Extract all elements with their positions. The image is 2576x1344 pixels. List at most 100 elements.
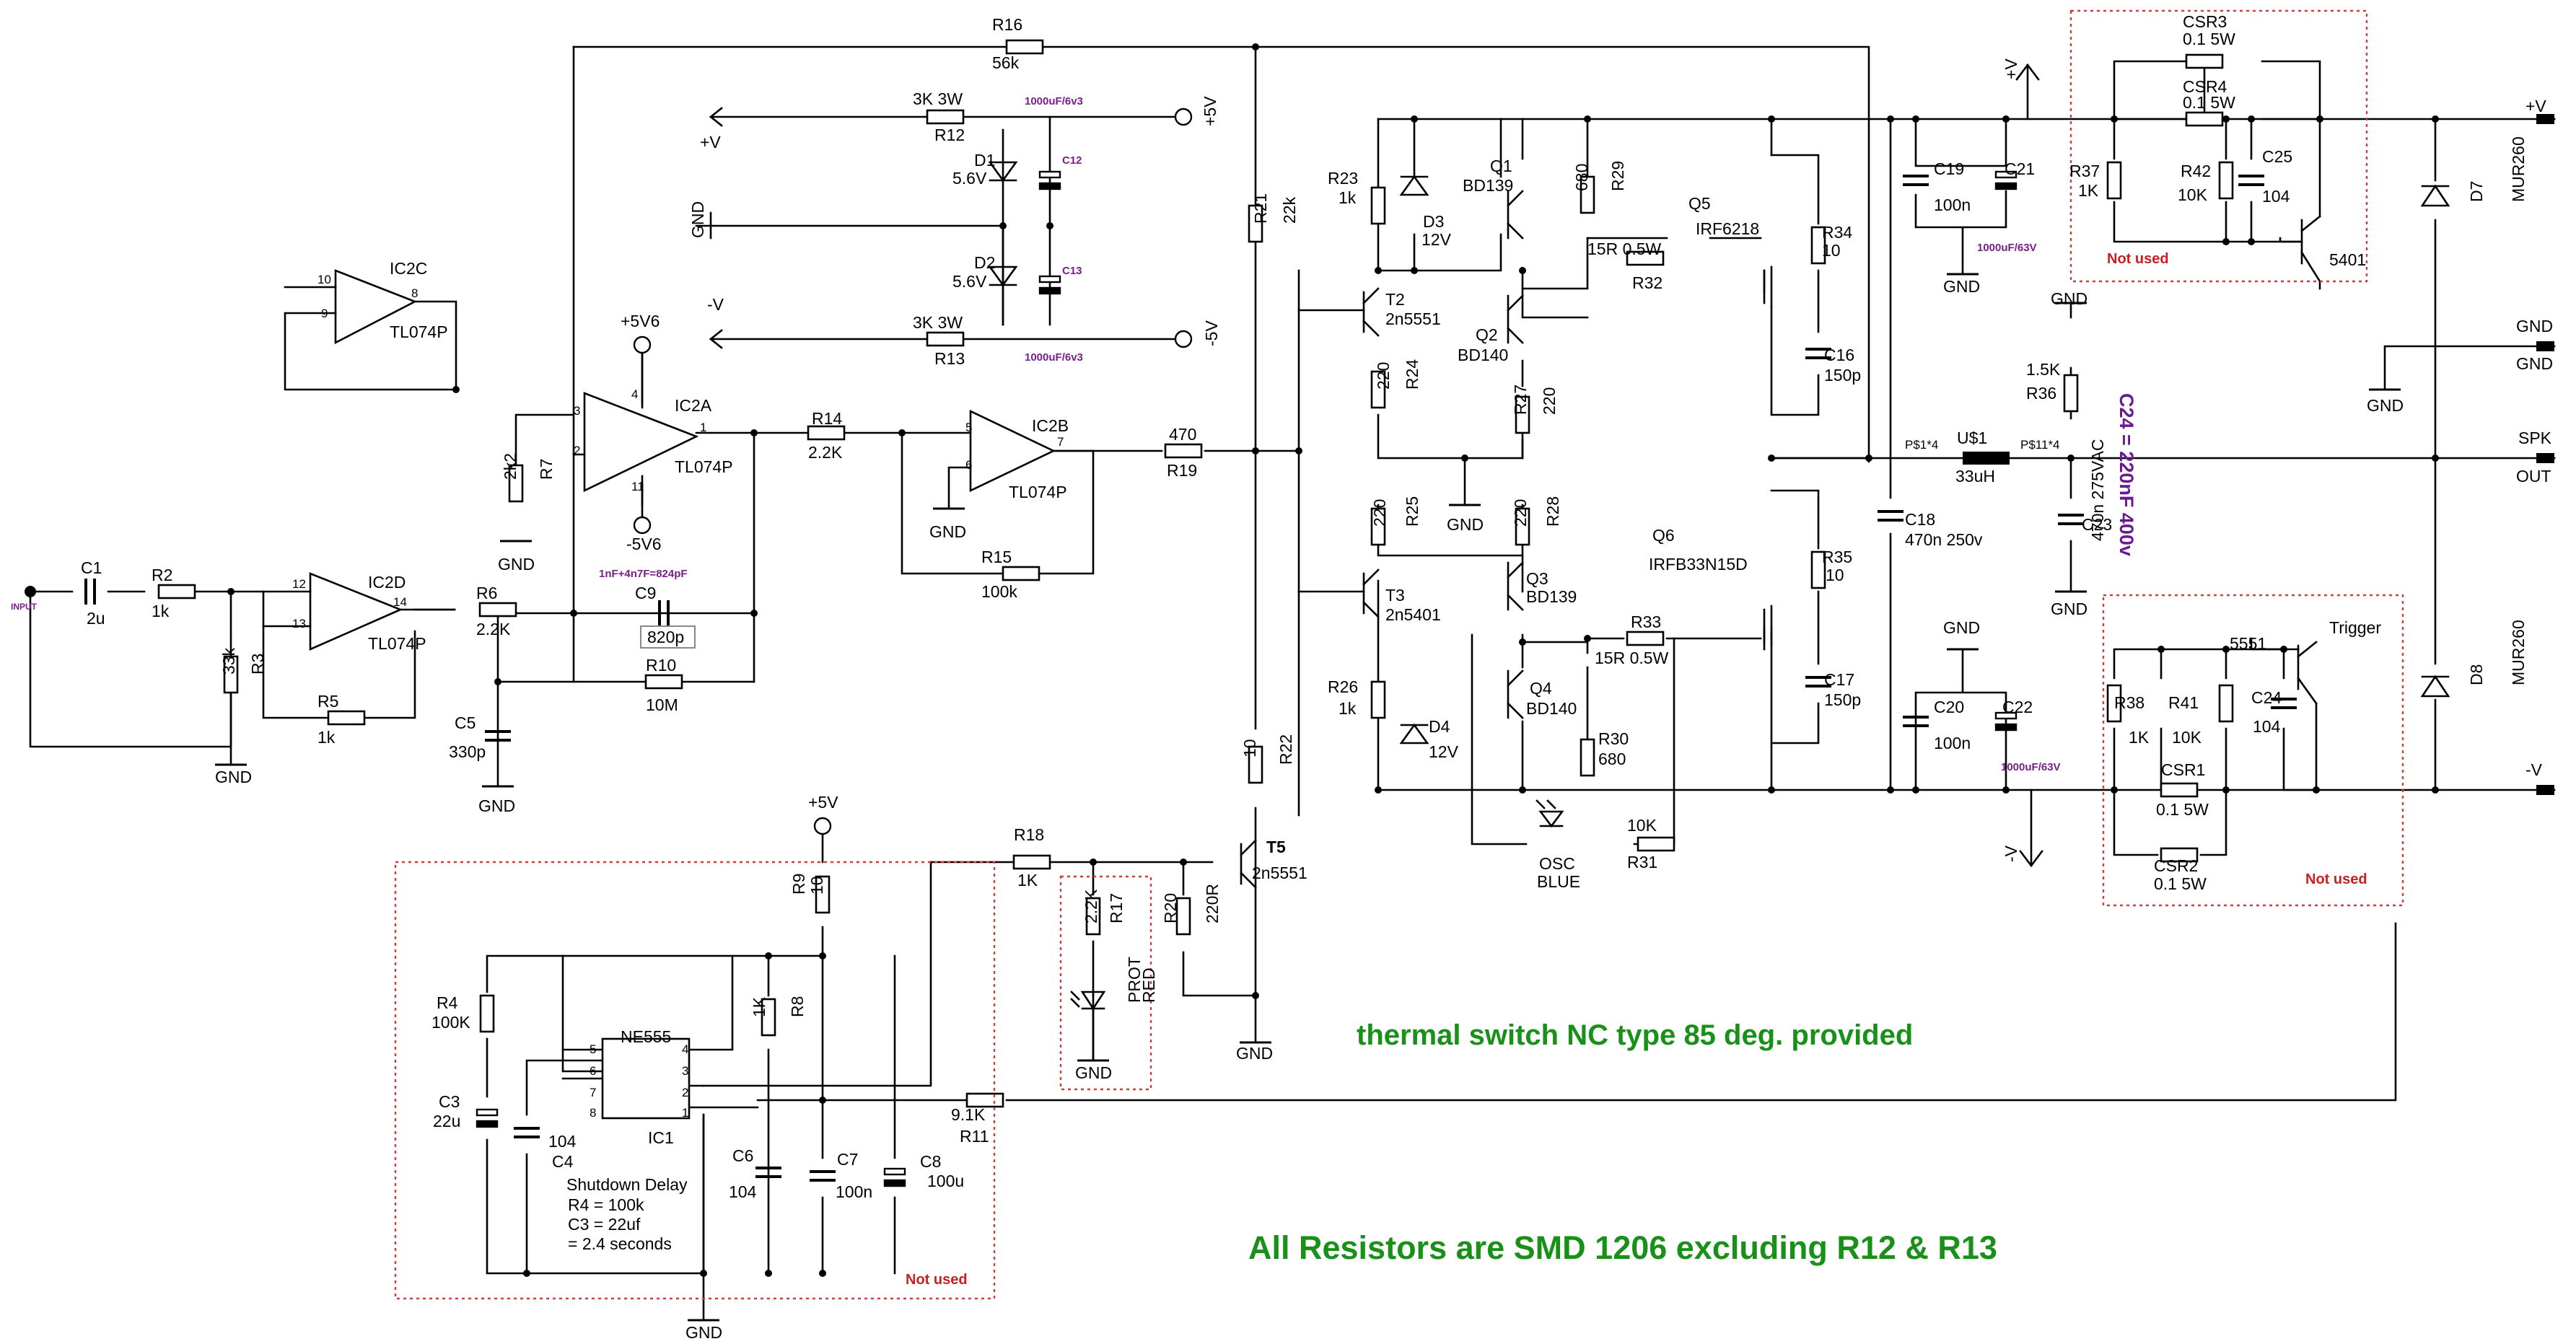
semis-d7-name-label: D7 [2467,181,2486,202]
resistors-r33-name-label: R33 [1631,612,1661,631]
semis-d3-name-label: D3 [1423,212,1444,231]
opamps-ic2d-pin_a-label: 12 [292,577,306,591]
semis-ic1-type-label: NE555 [621,1027,671,1046]
resistors-r19-name-label: R19 [1167,461,1197,480]
opamps-ic2a-pin_v2-label: 11 [631,480,644,493]
semis-q6-value-label: IRFB33N15D [1649,555,1748,574]
resistors-r42-value-label: 10K [2178,185,2208,204]
capacitors-c8-name-label: C8 [920,1152,941,1171]
resistors-r16-name-label: R16 [992,15,1022,34]
semis-d4-value-label: 12V [1429,742,1459,761]
gnd-right1-label: GND [2516,317,2553,335]
resistors-r18-value-label: 1K [1017,871,1038,890]
capacitors-c22-name-label: C22 [2002,698,2033,716]
gnd-label-4: GND [929,522,966,541]
vminus-right-label: -V [2525,760,2543,779]
resistors-r6-value-label: 2.2K [476,620,511,638]
resistors-r16-value-label: 56k [992,53,1020,72]
resistors-r41-name-label: R41 [2168,693,2199,712]
resistors-r26-name-label: R26 [1328,677,1358,696]
vminus-mid-label: -V [2002,845,2020,862]
ic2b-type: TL074P [1009,483,1067,501]
resistors-csr4-value-label: 0.1 5W [2183,93,2235,112]
vplus-mid-label: +V [2002,58,2020,79]
gnd-label-8: GND [685,1323,722,1342]
resistors-r27-name-label: R27 [1511,385,1530,415]
capacitors-c3-value-label: 22u [433,1112,460,1130]
resistors-r13-value-label: 3K 3W [913,313,963,332]
semis-d7-value-label: MUR260 [2509,136,2528,202]
resistors-r20-value-label: 220R [1203,884,1222,923]
resistors-r24-value-label: 220 [1374,362,1393,390]
semis-q1-name-label: Q1 [1490,157,1512,175]
resistors-r33-value-label: 15R 0.5W [1595,649,1669,667]
gnd-label-1: GND [215,768,252,786]
opamps-ic2b-pin_out-label: 7 [1057,435,1064,449]
notes-not_used_1-label: Not used [2107,251,2169,267]
resistors-r28-name-label: R28 [1543,496,1562,527]
semis-ic1-p6-label: 6 [590,1064,596,1078]
semis-q5-value-label: IRF6218 [1696,219,1759,238]
out-label: OUT [2516,467,2551,486]
minus5v6-label: -5V6 [626,535,662,553]
capacitors-c5-value-label: 330p [449,742,486,761]
semis-t2-value-label: 2n5551 [1385,309,1441,328]
resistors-r17-name-label: R17 [1107,893,1126,923]
capacitors-c18-name-label: C18 [1905,510,1935,529]
capacitors-c9-name-label: C9 [635,584,656,602]
capacitors-c4-value-label: 104 [548,1132,577,1151]
semis-q6-name-label: Q6 [1652,526,1675,545]
resistors-r32-name-label: R32 [1632,273,1662,292]
resistors-r3-value-label: 33k [219,647,238,675]
resistors-r10-name-label: R10 [646,656,676,675]
vplus-left-label: +V [700,133,721,151]
semis-t2-name-label: T2 [1385,290,1405,309]
capacitors-c5-name-label: C5 [455,713,476,732]
led-prot-red [1070,991,1080,1008]
semis-ic1-p4-label: 4 [682,1042,688,1056]
resistors-r13-name-label: R13 [934,349,965,368]
semis-q2-name-label: Q2 [1476,325,1498,344]
capacitors-c1-name-label: C1 [81,558,102,577]
resistors-r5-value-label: 1k [317,728,336,747]
gnd-label-2: GND [498,555,535,574]
led-osc-blue [1535,799,1556,809]
resistors-r29-name-label: R29 [1608,161,1627,191]
capacitors-c7-value-label: 100n [836,1182,872,1201]
semis-q2-value-label: BD140 [1458,346,1508,364]
opamps-ic2c-pin_out-label: 8 [411,286,418,300]
labels: +V -V +5V -5V +5V6 -5V6 GND +V -V +V -V … [11,12,2553,1342]
junctions [227,43,2439,1277]
ic2a-name: IC2A [675,396,712,415]
gnd-right2-label: GND [2516,354,2553,373]
resistors-r9-name-label: R9 [789,874,808,895]
capacitors-c1-value-label: 2u [87,609,105,628]
capacitors-c9-value-label: 820p [647,628,684,646]
semis-q1-value-label: BD139 [1463,176,1513,195]
capacitors-c12-value-label: 1000uF/6v3 [1025,95,1083,107]
resistors-r11-name-label: R11 [960,1127,989,1146]
resistors-r26-value-label: 1k [1339,699,1357,718]
gnd-label-13: GND [2367,396,2404,415]
semis-q4-value-label: BD140 [1526,699,1577,718]
resistors-r4-name-label: R4 [437,993,458,1012]
semis-d2-name-label: D2 [974,253,995,272]
capacitors-c13-value-label: 1000uF/6v3 [1025,351,1083,364]
capacitors-c22-value-label: 1000uF/63V [2001,761,2061,773]
notes-shutdown_1-label: Shutdown Delay [566,1175,688,1194]
resistors-r41-value-label: 10K [2172,728,2202,747]
ic2b-name: IC2B [1032,416,1069,435]
resistors-r42-name-label: R42 [2181,162,2211,180]
resistors-r38-name-label: R38 [2114,693,2145,712]
capacitors-c18-value-label: 470n 250v [1905,530,1983,549]
resistors-r25-name-label: R25 [1403,496,1421,527]
capacitors-c7-name-label: C7 [837,1150,858,1169]
notes-c9_calc-label: 1nF+4n7F=824pF [599,568,688,580]
opamps-ic2b-pin_a-label: 5 [965,421,972,434]
gnd-left-label: GND [688,201,707,238]
gnd-label-10: GND [1943,618,1980,637]
resistors-r18-name-label: R18 [1014,825,1044,844]
semis-q3-value-label: BD139 [1526,587,1577,606]
diodes [988,161,2450,1011]
semis-t5-value-label: 2n5551 [1252,864,1307,882]
